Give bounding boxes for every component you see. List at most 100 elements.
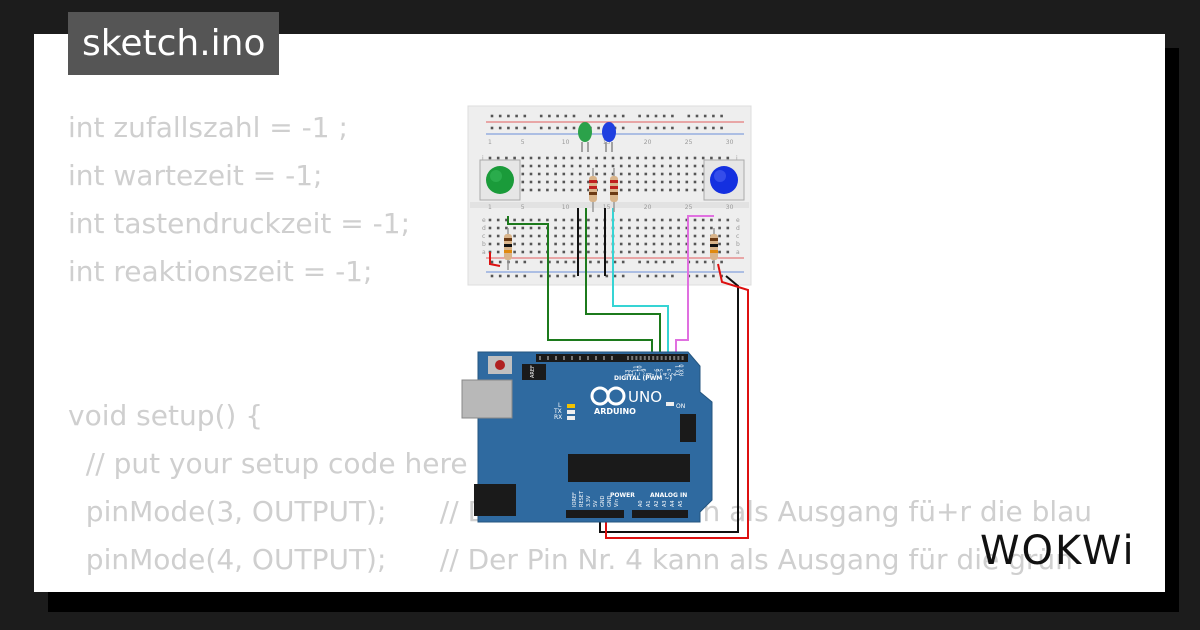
analog-pin-label: A2 — [654, 500, 660, 507]
breadboard-hole — [554, 164, 557, 168]
board-model: UNO — [628, 388, 662, 406]
breadboard-hole — [644, 156, 648, 160]
rail-hole — [597, 114, 600, 118]
rail-hole — [687, 114, 691, 118]
breadboard-hole — [677, 242, 680, 246]
breadboard-hole — [693, 188, 697, 192]
rail-hole — [720, 114, 723, 118]
digital-pin-label: ~11 — [633, 365, 639, 376]
breadboard-hole — [529, 164, 533, 168]
breadboard-hole — [488, 234, 492, 238]
breadboard-hole — [693, 250, 697, 254]
breadboard-hole — [562, 172, 566, 176]
rail-hole — [597, 274, 600, 278]
breadboard-hole — [628, 164, 631, 168]
breadboard-hole — [521, 234, 525, 238]
breadboard-hole — [603, 164, 607, 168]
rail-hole — [539, 126, 543, 130]
breadboard-hole — [546, 164, 549, 168]
rail-hole — [548, 260, 551, 264]
breadboard-hole — [636, 218, 639, 222]
breadboard-hole — [660, 164, 664, 168]
breadboard-hole — [718, 156, 721, 160]
rail-hole — [515, 126, 518, 130]
aref-label: AREF — [530, 365, 536, 378]
column-number: 15 — [603, 204, 611, 211]
digital-pin — [673, 356, 676, 360]
breadboard-hole — [587, 242, 590, 246]
rail-hole — [490, 114, 494, 118]
green-pushbutton[interactable] — [479, 159, 521, 201]
breadboard-hole — [570, 172, 574, 176]
breadboard-hole — [628, 234, 631, 238]
breadboard-hole — [554, 172, 557, 176]
breadboard-hole — [488, 242, 492, 246]
wire-blue-button — [675, 215, 714, 356]
breadboard-hole — [529, 188, 533, 192]
breadboard-hole — [578, 226, 582, 230]
breadboard-hole — [701, 250, 705, 254]
tx-led — [567, 410, 575, 414]
breadboard-hole — [513, 156, 516, 160]
icsp-header-top — [522, 364, 546, 380]
breadboard-hole — [496, 234, 500, 238]
l-label: L — [558, 402, 562, 409]
blue-pushbutton[interactable] — [703, 159, 745, 201]
breadboard-hole — [710, 218, 713, 222]
column-number: 1 — [488, 139, 492, 146]
breadboard-hole — [677, 234, 680, 238]
digital-pin — [669, 356, 671, 360]
breadboard-hole — [652, 218, 656, 222]
breadboard-hole — [529, 180, 533, 184]
row-letter: c — [736, 233, 739, 240]
vin-label: Vin — [614, 499, 620, 507]
rail-hole — [703, 260, 707, 264]
row-letter: a — [482, 249, 486, 256]
breadboard-hole — [587, 164, 590, 168]
header-pin — [579, 356, 581, 360]
breadboard-hole — [677, 218, 680, 222]
code-line: pinMode(5, INPUT); — [68, 584, 1092, 592]
breadboard-hole — [587, 188, 590, 192]
breadboard-hole — [644, 234, 648, 238]
breadboard-hole — [505, 218, 508, 222]
header-pin — [563, 356, 565, 360]
breadboard-hole — [537, 156, 541, 160]
breadboard-hole — [636, 180, 639, 184]
breadboard-hole — [578, 218, 582, 222]
rx-label: RX — [554, 414, 562, 421]
rail-hole — [589, 260, 592, 264]
breadboard-hole — [628, 172, 631, 176]
breadboard-hole — [537, 164, 541, 168]
digital-pin — [648, 356, 650, 360]
digital-pin-label: TX 1 — [675, 365, 681, 377]
breadboard-hole — [537, 250, 541, 254]
header-pin — [587, 356, 589, 360]
rail-hole — [646, 114, 650, 118]
breadboard-hole — [718, 234, 721, 238]
wokwi-logo-text: WOKWi — [980, 528, 1136, 574]
rail-hole — [703, 126, 707, 130]
breadboard-hole — [595, 234, 598, 238]
reset-button[interactable] — [495, 360, 505, 370]
rail-hole — [621, 114, 625, 118]
code-line: int zufallszahl = -1 ; — [68, 111, 348, 144]
digital-pin-label: 8 — [646, 373, 652, 376]
rx-led — [567, 416, 575, 420]
breadboard-hole — [660, 156, 664, 160]
breadboard-hole — [693, 242, 697, 246]
breadboard-hole — [619, 172, 623, 176]
rail-hole — [613, 114, 617, 118]
rail-hole — [548, 114, 551, 118]
breadboard-hole — [652, 164, 656, 168]
breadboard-hole — [570, 180, 574, 184]
rail-hole — [695, 126, 699, 130]
breadboard-hole — [669, 234, 672, 238]
breadboard-hole — [537, 188, 541, 192]
breadboard-hole — [619, 234, 623, 238]
wire-gnd-3 — [599, 275, 739, 533]
rail-hole — [523, 114, 527, 118]
